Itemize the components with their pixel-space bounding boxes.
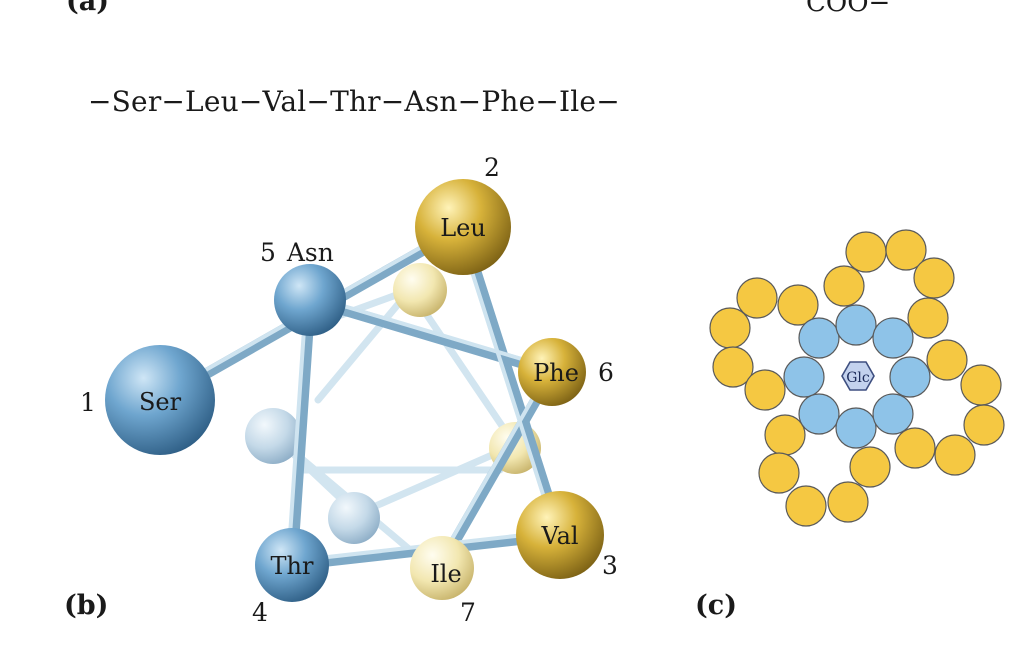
nonpolar-residue-circle bbox=[913, 257, 955, 299]
nonpolar-residue-circle bbox=[926, 339, 968, 381]
residue-sphere-thr bbox=[255, 528, 329, 602]
residue-spheres bbox=[105, 179, 604, 602]
glucose-marker: Glc bbox=[841, 361, 875, 391]
back-sphere bbox=[328, 492, 380, 544]
polar-residue-circle bbox=[798, 317, 840, 359]
nonpolar-residue-circle bbox=[736, 277, 778, 319]
nonpolar-residue-circle bbox=[894, 427, 936, 469]
residue-name: Ile bbox=[430, 560, 461, 588]
residue-name: Leu bbox=[440, 214, 486, 242]
nonpolar-residue-circle bbox=[827, 481, 869, 523]
panel-b-label: (b) bbox=[64, 590, 109, 621]
nonpolar-residue-circle bbox=[934, 434, 976, 476]
nonpolar-residue-circle bbox=[709, 307, 751, 349]
nonpolar-residue-circle bbox=[744, 369, 786, 411]
residue-name: Thr bbox=[271, 552, 314, 580]
nonpolar-residue-circle bbox=[712, 346, 754, 388]
polar-residue-circle bbox=[872, 317, 914, 359]
nonpolar-residue-circle bbox=[885, 229, 927, 271]
residue-number: 6 bbox=[598, 358, 614, 387]
nonpolar-residue-circle bbox=[758, 452, 800, 494]
nonpolar-residue-circle bbox=[764, 414, 806, 456]
residue-number: 1 bbox=[80, 388, 96, 417]
residue-name: Asn bbox=[286, 238, 334, 267]
helix-sticks bbox=[154, 222, 566, 573]
nonpolar-residue-circle bbox=[963, 404, 1005, 446]
back-sphere bbox=[393, 263, 447, 317]
carboxylate-label: COO− bbox=[806, 0, 891, 18]
panel-a-label: (a) bbox=[66, 0, 110, 17]
residue-labels: Ser Leu Val Thr Phe Ile bbox=[139, 214, 579, 588]
residue-number: 2 bbox=[484, 153, 500, 182]
residue-name: Phe bbox=[533, 359, 579, 387]
nonpolar-residue-circle bbox=[823, 265, 865, 307]
nonpolar-residue-circle bbox=[907, 297, 949, 339]
residue-number: 4 bbox=[252, 598, 268, 627]
residue-number-asn: 5 Asn bbox=[260, 240, 334, 265]
polar-residue-circle bbox=[872, 393, 914, 435]
sequence-text: −Ser−Leu−Val−Thr−Asn−Phe−Ile− bbox=[88, 85, 620, 118]
residue-number: 3 bbox=[602, 551, 618, 580]
glucose-label: Glc bbox=[846, 370, 870, 386]
nonpolar-residue-circle bbox=[960, 364, 1002, 406]
residue-sphere-phe bbox=[518, 338, 586, 406]
residue-sphere-val bbox=[516, 491, 604, 579]
nonpolar-residue-circle bbox=[845, 231, 887, 273]
residue-number: 7 bbox=[460, 598, 476, 627]
residue-sphere-asn bbox=[274, 264, 346, 336]
polar-residue-circle bbox=[835, 304, 877, 346]
residue-number: 5 bbox=[260, 238, 276, 267]
residue-name: Ser bbox=[139, 388, 182, 416]
nonpolar-residue-ring bbox=[709, 229, 1005, 527]
polar-residue-ring bbox=[783, 304, 931, 449]
polar-residue-circle bbox=[783, 356, 825, 398]
polar-residue-circle bbox=[798, 393, 840, 435]
panel-c-label: (c) bbox=[695, 590, 737, 621]
nonpolar-residue-circle bbox=[785, 485, 827, 527]
polar-residue-circle bbox=[835, 407, 877, 449]
polar-residue-circle bbox=[889, 356, 931, 398]
residue-sphere-ser bbox=[105, 345, 215, 455]
glucose-hexagon-icon bbox=[841, 361, 875, 391]
residue-name: Val bbox=[540, 522, 578, 550]
residue-sphere-leu bbox=[415, 179, 511, 275]
back-sphere bbox=[245, 408, 301, 464]
nonpolar-residue-circle bbox=[777, 284, 819, 326]
nonpolar-residue-circle bbox=[849, 446, 891, 488]
residue-sphere-ile bbox=[410, 536, 474, 600]
